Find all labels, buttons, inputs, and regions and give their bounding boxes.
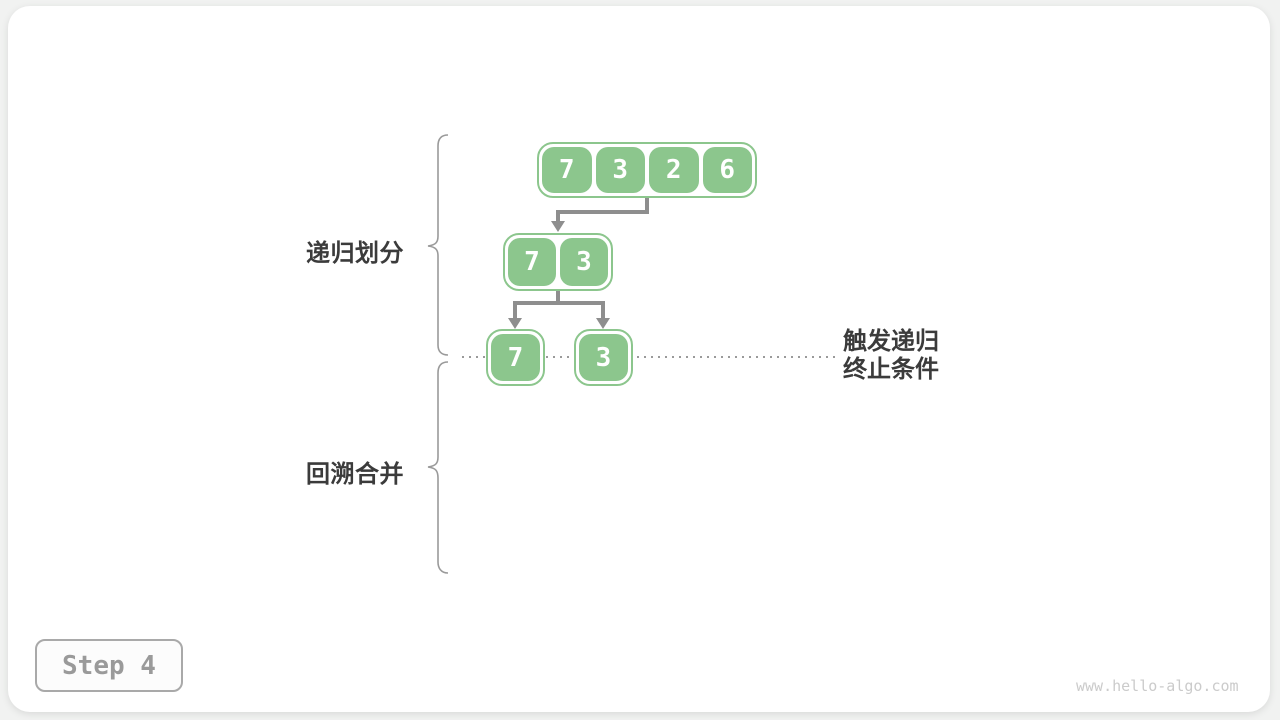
array-cell: 7 [508, 238, 556, 286]
array-cell: 3 [560, 238, 608, 286]
array-cell: 6 [702, 147, 752, 193]
divide-phase-label: 递归划分 [306, 240, 404, 267]
termination-note-line2: 终止条件 [843, 356, 939, 383]
watermark-url: www.hello-algo.com [1076, 677, 1239, 695]
array-cell: 7 [542, 147, 592, 193]
termination-note-line1: 触发递归 [843, 328, 939, 355]
array-cell: 3 [595, 147, 645, 193]
merge-phase-label: 回溯合并 [306, 461, 404, 488]
diagram-card [8, 6, 1270, 712]
termination-note: 触发递归 终止条件 [843, 328, 939, 384]
step-badge: Step 4 [35, 639, 183, 692]
array-cell: 2 [649, 147, 699, 193]
array-leaf-left: 7 [486, 329, 545, 386]
array-cell: 3 [579, 334, 628, 381]
step-badge-label: Step 4 [62, 650, 156, 681]
array-cell: 7 [491, 334, 540, 381]
array-leaf-right: 3 [574, 329, 633, 386]
